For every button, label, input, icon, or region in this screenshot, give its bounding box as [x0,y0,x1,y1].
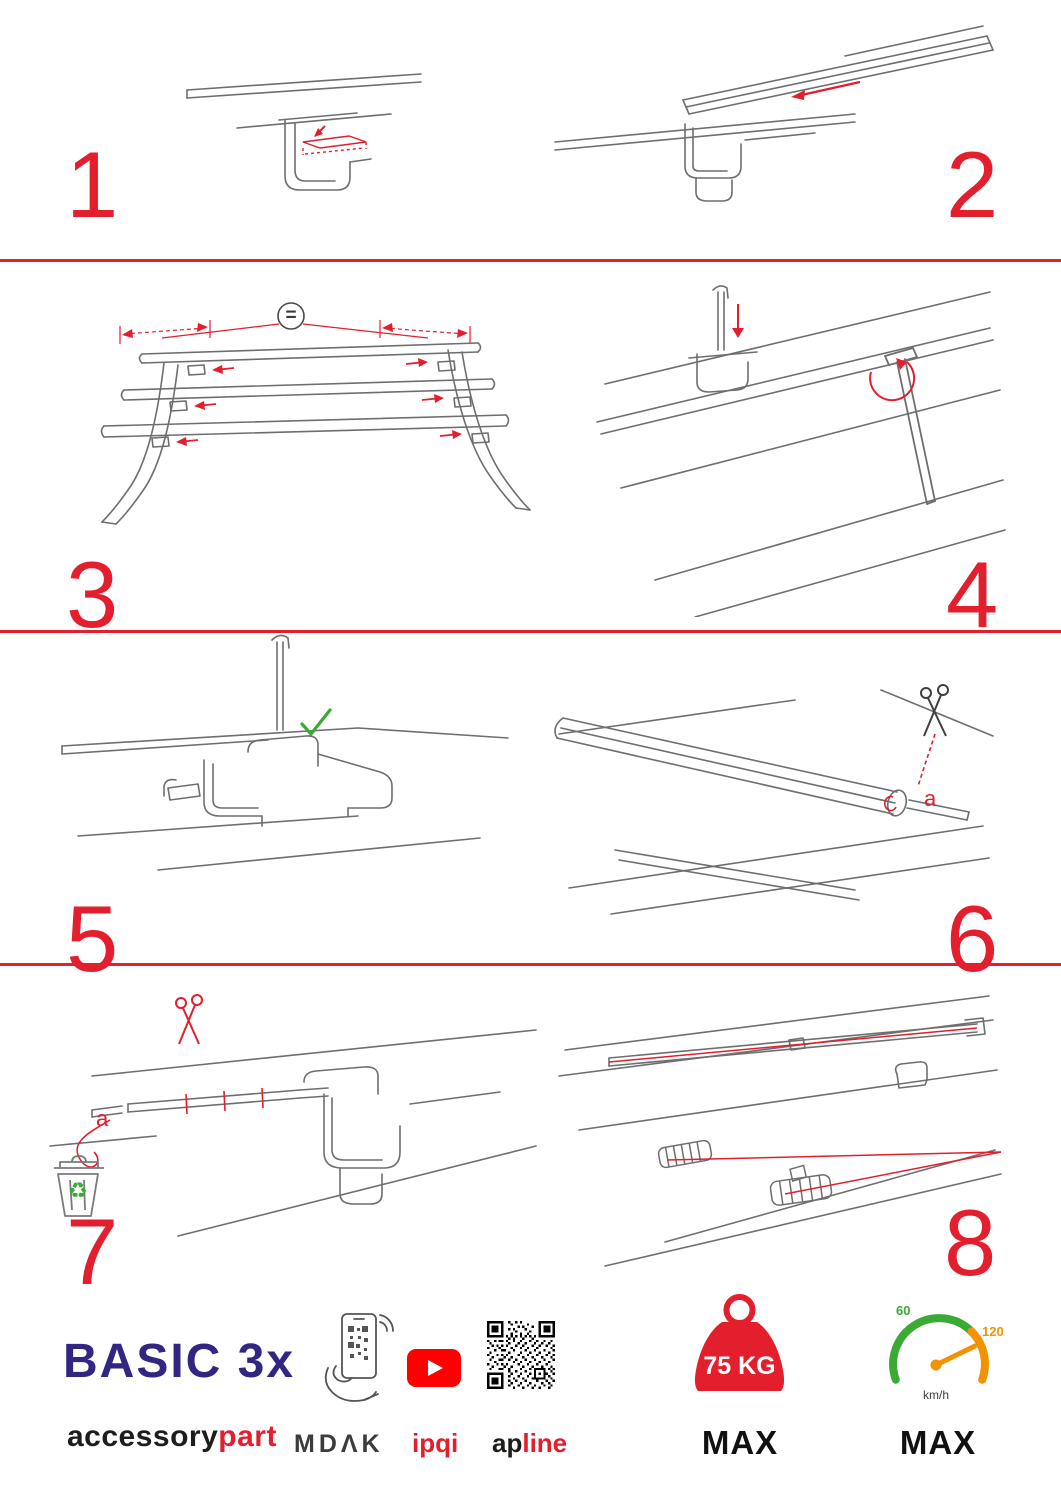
insert-plate-highlight [302,125,367,155]
partner-mdak: MDΛK [294,1430,384,1458]
partner-apline-black: ap [492,1428,523,1458]
section-divider-3 [0,963,1061,966]
scissors-icon [175,994,203,1045]
speed-unit-label: km/h [922,1388,949,1402]
speed-low-label: 60 [896,1303,911,1318]
step-6-illustration [554,684,994,915]
brand-subtitle-black: accessory [67,1420,219,1453]
section-divider-2 [0,630,1061,633]
youtube-icon [407,1349,461,1387]
max-speed-label: MAX [899,1424,977,1461]
brand-subtitle-red: part [218,1420,277,1453]
step-2-illustration [554,25,994,202]
step-3-number: 3 [66,542,119,647]
partner-ipqi: ipqi [412,1428,459,1458]
step-7-cut-label: a [96,1106,109,1131]
partner-apline-red: line [522,1428,568,1458]
adapter-piece-1 [657,1139,713,1169]
recycle-icon: ♻ [68,1178,88,1203]
slide-arrow [791,80,861,100]
adapter-piece-2 [769,1164,833,1206]
step-7-illustration [49,994,537,1237]
step-5-number: 5 [66,886,119,991]
check-icon [300,708,332,736]
step-2-number: 2 [946,132,999,237]
weight-icon [694,1294,785,1391]
max-load-value: 75 KG [703,1352,776,1380]
step-6-cut-label: a [924,786,937,811]
equal-spacing-badge [277,302,305,330]
slide-clamp-arrows [176,358,462,446]
step-4-illustration [596,285,1006,617]
section-divider-1 [0,259,1061,262]
step-8-number: 8 [944,1190,997,1295]
dimension-arrows [122,323,468,338]
brand-logo: BASIC 3x [63,1335,296,1388]
max-load-label: MAX [701,1424,779,1461]
step-1-illustration [186,73,422,191]
speed-high-label: 120 [982,1324,1004,1339]
cut-line [917,733,936,787]
step-8-illustration [558,995,1002,1267]
scissors-icon [920,684,949,737]
tighten-arrows [732,304,916,402]
step-6-number: 6 [946,886,999,991]
step-7-number: 7 [66,1199,119,1304]
step-1-number: 1 [66,132,119,237]
equal-sign: = [285,305,297,326]
step-4-number: 4 [946,542,999,647]
partner-apline: apline [492,1428,567,1459]
alignment-lines [608,1027,1002,1195]
allen-key [884,347,936,505]
phone-qr-icon [324,1313,394,1402]
speedometer-icon [889,1314,989,1384]
trash-bin-icon [54,1155,104,1217]
brand-subtitle: accessorypart [67,1420,277,1454]
step-5-illustration [61,634,509,871]
qr-code [487,1321,555,1389]
step-3-illustration [100,302,531,525]
